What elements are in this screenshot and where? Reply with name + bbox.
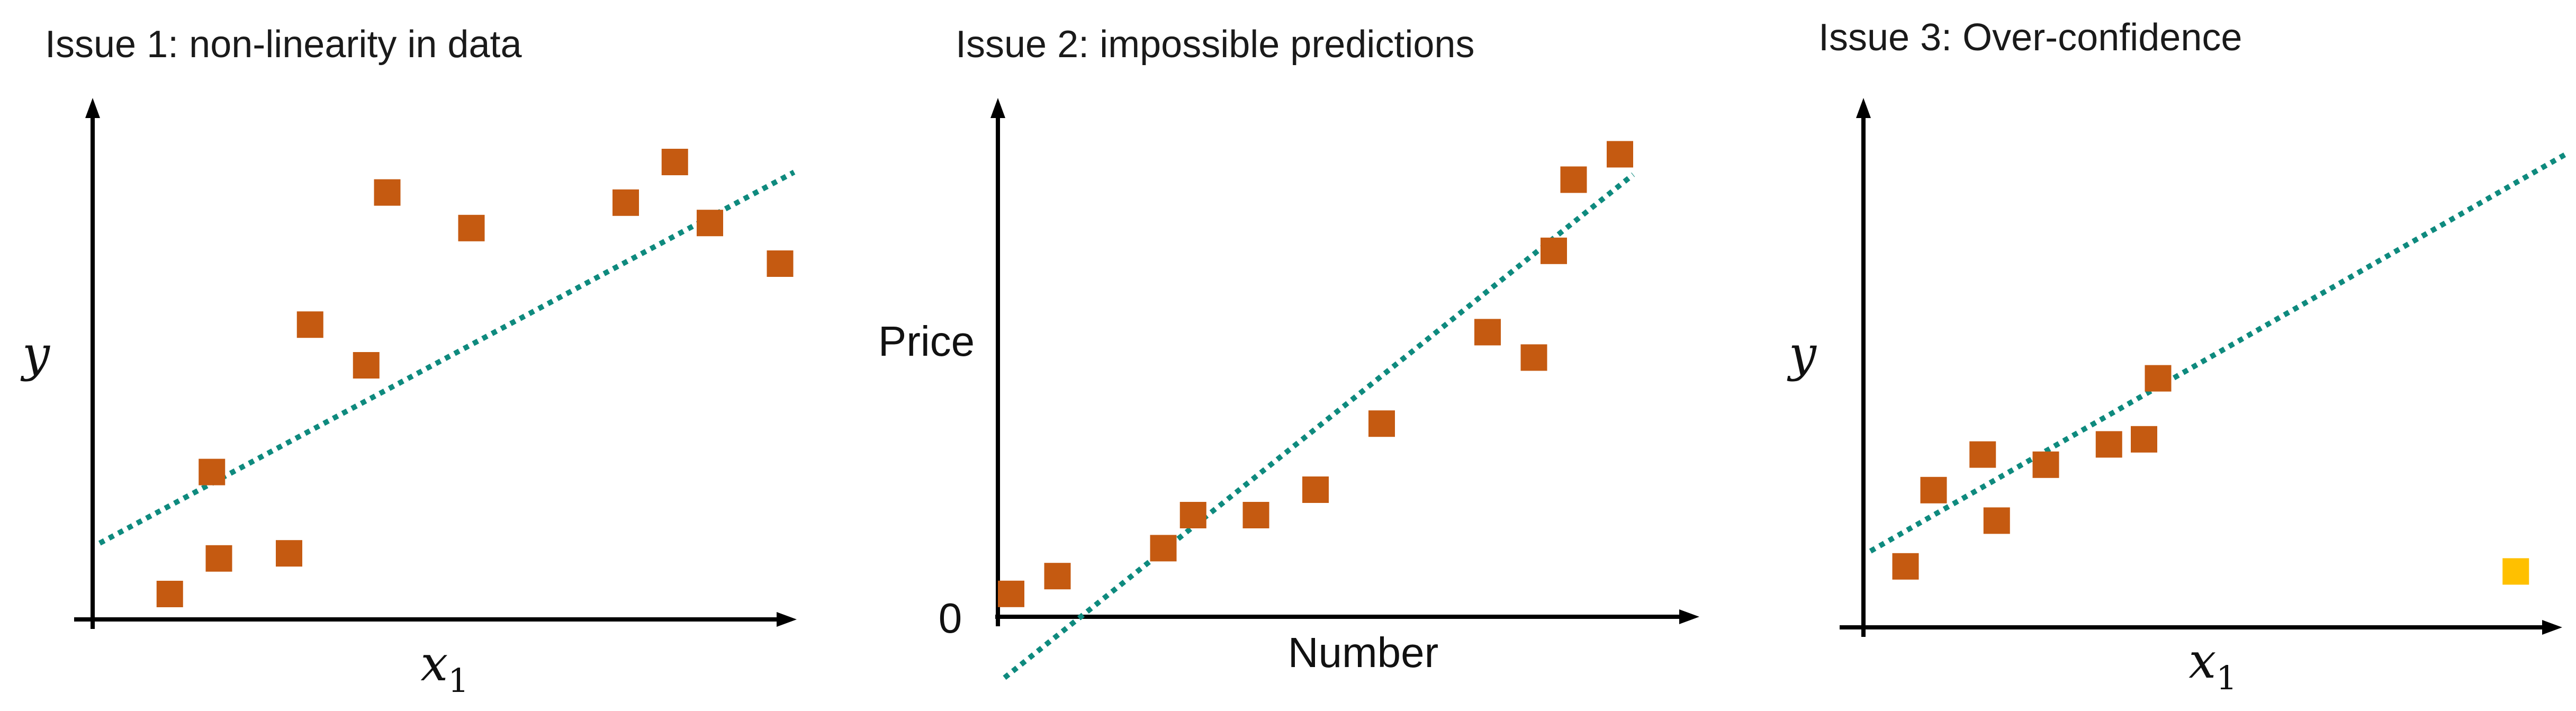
data-point-10: [661, 149, 688, 175]
data-point-8: [458, 214, 485, 241]
data-point-7: [1368, 410, 1395, 437]
data-point-5: [296, 311, 323, 338]
x-axis-arrow: [1679, 609, 1699, 624]
data-point-6: [1302, 476, 1329, 503]
data-point-2: [199, 458, 226, 485]
data-point-11: [1560, 166, 1587, 193]
data-point-2: [1044, 563, 1071, 590]
data-point-9: [613, 189, 639, 216]
chart-panel-2: Issue 2: impossible predictions Number Pr…: [878, 23, 1699, 680]
data-point-7: [2131, 426, 2157, 453]
data-point-4: [1179, 502, 1206, 528]
y-axis-label: Price: [878, 318, 975, 365]
chart-title-2: Issue 2: impossible predictions: [956, 23, 1474, 66]
x-axis-label-main: x: [420, 635, 448, 692]
regression-line: [1003, 172, 1635, 680]
data-point-4: [276, 540, 302, 567]
data-point-5: [1242, 502, 1269, 528]
data-point-1: [1892, 553, 1919, 580]
chart-panel-3: Issue 3: Over-confidence x1 y: [1787, 16, 2566, 697]
x-axis-label-main: x: [2188, 633, 2216, 689]
y-axis-arrow: [85, 98, 100, 118]
data-point-6: [353, 352, 380, 379]
highlighted-point-1: [2502, 558, 2529, 585]
chart-title-1: Issue 1: non-linearity in data: [45, 23, 522, 66]
y-tick-label-zero: 0: [939, 595, 962, 642]
data-point-2: [1920, 476, 1947, 503]
y-axis-arrow: [990, 98, 1005, 118]
x-axis-label-subscript: 1: [2216, 659, 2237, 697]
x-axis-label: Number: [1288, 629, 1439, 676]
x-axis-label: x1: [420, 635, 469, 700]
data-point-3: [1969, 441, 1996, 468]
data-point-3: [205, 545, 232, 572]
data-point-9: [1520, 344, 1547, 371]
data-point-12: [1607, 141, 1633, 168]
chart-title-3: Issue 3: Over-confidence: [1818, 16, 2242, 59]
data-point-1: [998, 580, 1024, 607]
data-point-1: [156, 581, 183, 607]
regression-line: [1869, 152, 2566, 554]
y-axis-arrow: [1856, 98, 1871, 118]
x-axis-arrow: [777, 612, 797, 627]
data-point-5: [2032, 451, 2059, 478]
x-axis-label: x1: [2188, 633, 2237, 697]
y-axis-label: y: [20, 326, 50, 382]
regression-line: [98, 169, 796, 546]
x-axis-arrow: [2542, 620, 2562, 635]
data-point-11: [697, 210, 723, 237]
data-point-8: [2145, 365, 2172, 392]
chart-panel-1: Issue 1: non-linearity in data x1 y: [20, 23, 797, 700]
data-point-8: [1474, 319, 1501, 346]
data-point-4: [1983, 507, 2010, 534]
data-point-7: [374, 179, 401, 206]
data-point-3: [1150, 535, 1177, 562]
data-point-10: [1541, 237, 1567, 264]
data-point-6: [2095, 431, 2122, 458]
data-point-12: [767, 250, 794, 277]
x-axis-label-subscript: 1: [448, 661, 469, 700]
y-axis-label: y: [1787, 326, 1817, 382]
